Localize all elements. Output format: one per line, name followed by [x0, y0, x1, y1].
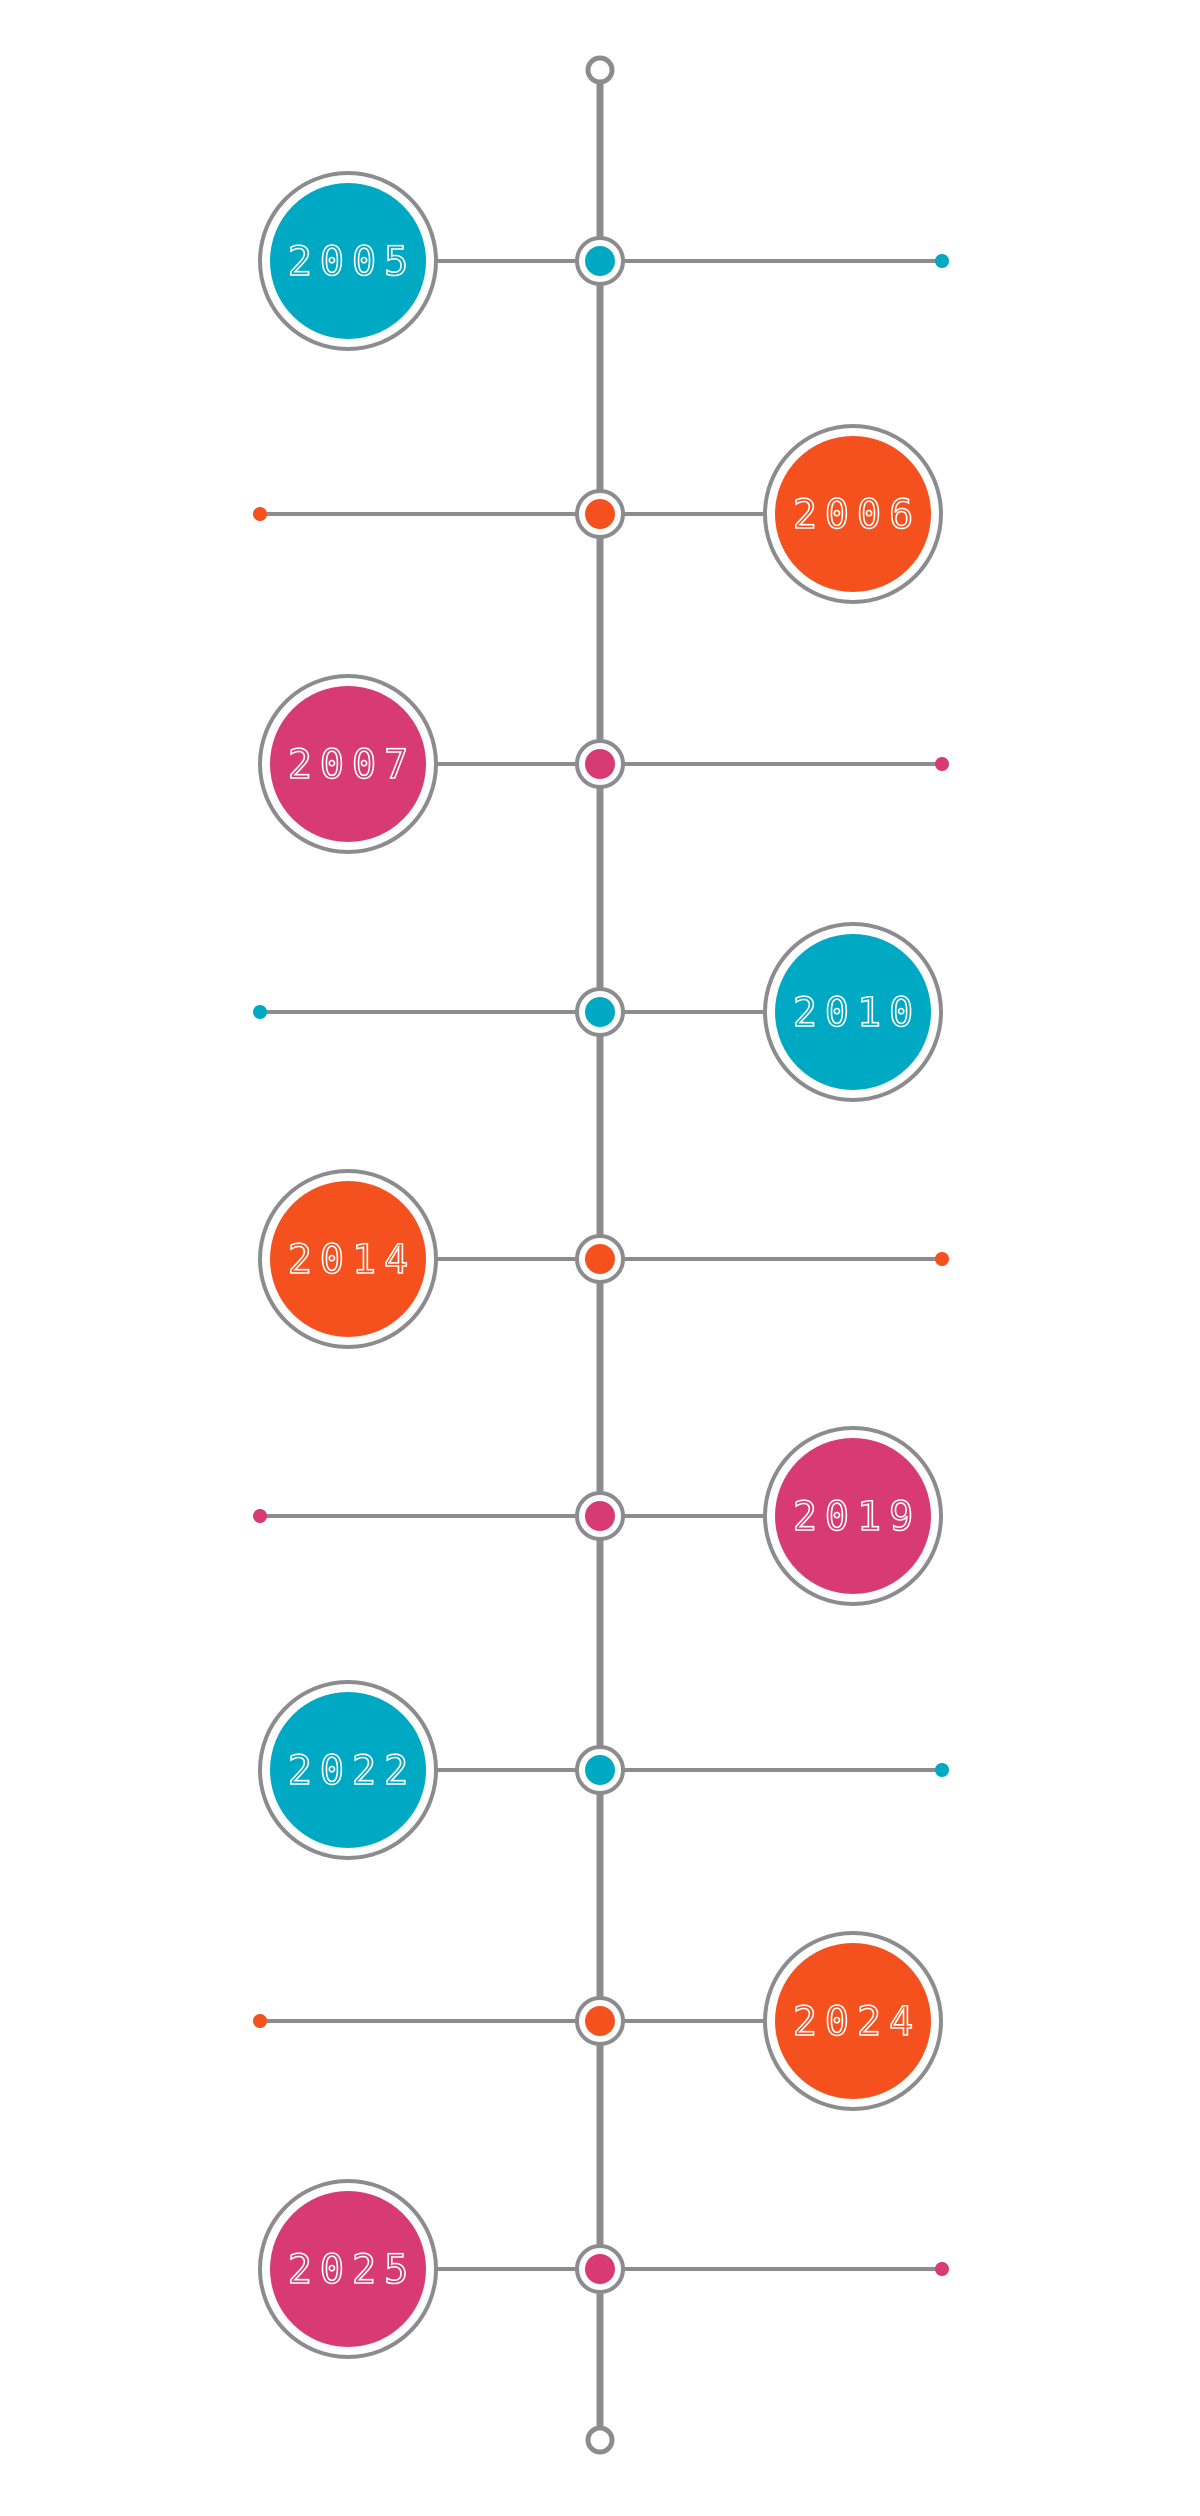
milestone-node — [585, 2254, 615, 2284]
year-label: 2019 — [793, 1494, 921, 1540]
year-label: 2010 — [793, 990, 921, 1036]
milestone-node — [585, 1755, 615, 1785]
year-label: 2024 — [793, 1999, 921, 2045]
year-badge — [775, 934, 931, 1090]
year-badge — [270, 686, 426, 842]
milestone-node — [585, 997, 615, 1027]
milestone-2025: 2025 — [258, 2179, 949, 2359]
spine-end-cap — [585, 2425, 615, 2455]
year-label: 2014 — [288, 1237, 416, 1283]
year-badge — [270, 2191, 426, 2347]
milestone-end-dot — [253, 2014, 267, 2028]
milestone-node — [585, 1244, 615, 1274]
milestone-2024: 2024 — [253, 1931, 943, 2111]
milestone-2019: 2019 — [253, 1426, 943, 1606]
milestone-node — [585, 2006, 615, 2036]
milestone-end-dot — [935, 2262, 949, 2276]
year-label: 2007 — [288, 742, 416, 788]
milestone-end-dot — [253, 507, 267, 521]
milestone-group: 2005 2006 2007 2010 2014 2019 2022 2024 2025 — [253, 171, 949, 2359]
year-label: 2006 — [793, 492, 921, 538]
year-badge — [270, 1692, 426, 1848]
milestone-2014: 2014 — [258, 1169, 949, 1349]
year-label: 2022 — [288, 1748, 416, 1794]
year-badge — [775, 436, 931, 592]
milestone-node — [585, 246, 615, 276]
milestone-end-dot — [935, 757, 949, 771]
milestone-2007: 2007 — [258, 674, 949, 854]
year-label: 2025 — [288, 2247, 416, 2293]
year-badge — [270, 1181, 426, 1337]
year-label: 2005 — [288, 239, 416, 285]
milestone-end-dot — [253, 1005, 267, 1019]
milestone-end-dot — [935, 1252, 949, 1266]
year-badge — [775, 1438, 931, 1594]
milestone-node — [585, 1501, 615, 1531]
year-badge — [270, 183, 426, 339]
milestone-end-dot — [935, 254, 949, 268]
year-badge — [775, 1943, 931, 2099]
milestone-2010: 2010 — [253, 922, 943, 1102]
milestone-node — [585, 499, 615, 529]
milestone-2022: 2022 — [258, 1680, 949, 1860]
milestone-2005: 2005 — [258, 171, 949, 351]
milestone-2006: 2006 — [253, 424, 943, 604]
milestone-end-dot — [935, 1763, 949, 1777]
spine-start-cap — [585, 55, 615, 85]
milestone-end-dot — [253, 1509, 267, 1523]
milestone-node — [585, 749, 615, 779]
